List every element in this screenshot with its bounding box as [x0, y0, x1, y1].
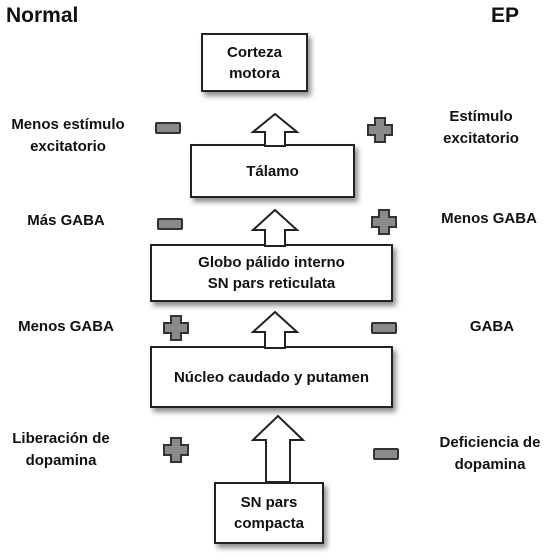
minus-icon: [371, 322, 397, 334]
plus-icon: [163, 315, 189, 341]
up-arrow-icon: [250, 310, 300, 349]
plus-icon: [371, 209, 397, 235]
minus-icon: [157, 218, 183, 230]
label-right-row2: Menos GABA: [441, 210, 537, 227]
box-text-line: Núcleo caudado y putamen: [173, 368, 370, 386]
minus-icon: [373, 448, 399, 460]
box-text-line: Globo pálido interno: [198, 254, 345, 271]
header-ep: EP: [491, 4, 520, 27]
box-nucleo-caudado: Núcleo caudado y putamen: [150, 346, 393, 408]
box-corteza-motora: Corteza motora: [201, 33, 308, 92]
plus-icon: [367, 117, 393, 143]
box-text-line: SN pars: [240, 494, 298, 511]
box-talamo: Tálamo: [190, 144, 355, 198]
box-sn-pars-compacta: SN pars compacta: [214, 482, 324, 544]
label-left-row3: Menos GABA: [18, 318, 114, 335]
up-arrow-icon: [250, 112, 300, 147]
plus-icon: [163, 437, 189, 463]
header-normal: Normal: [6, 4, 79, 27]
box-text-line: Tálamo: [246, 162, 299, 180]
box-globo-palido: Globo pálido interno SN pars reticulata: [150, 244, 393, 302]
box-text-line: Corteza: [226, 43, 282, 61]
box-text-line: SN pars reticulata: [207, 275, 336, 292]
label-right-row3: GABA: [469, 318, 515, 335]
minus-icon: [155, 122, 181, 134]
label-left-row2: Más GABA: [27, 212, 105, 229]
up-arrow-icon: [250, 208, 300, 247]
box-text-line: compacta: [233, 515, 305, 532]
up-arrow-icon: [251, 414, 305, 483]
box-text-line: motora: [229, 64, 280, 82]
